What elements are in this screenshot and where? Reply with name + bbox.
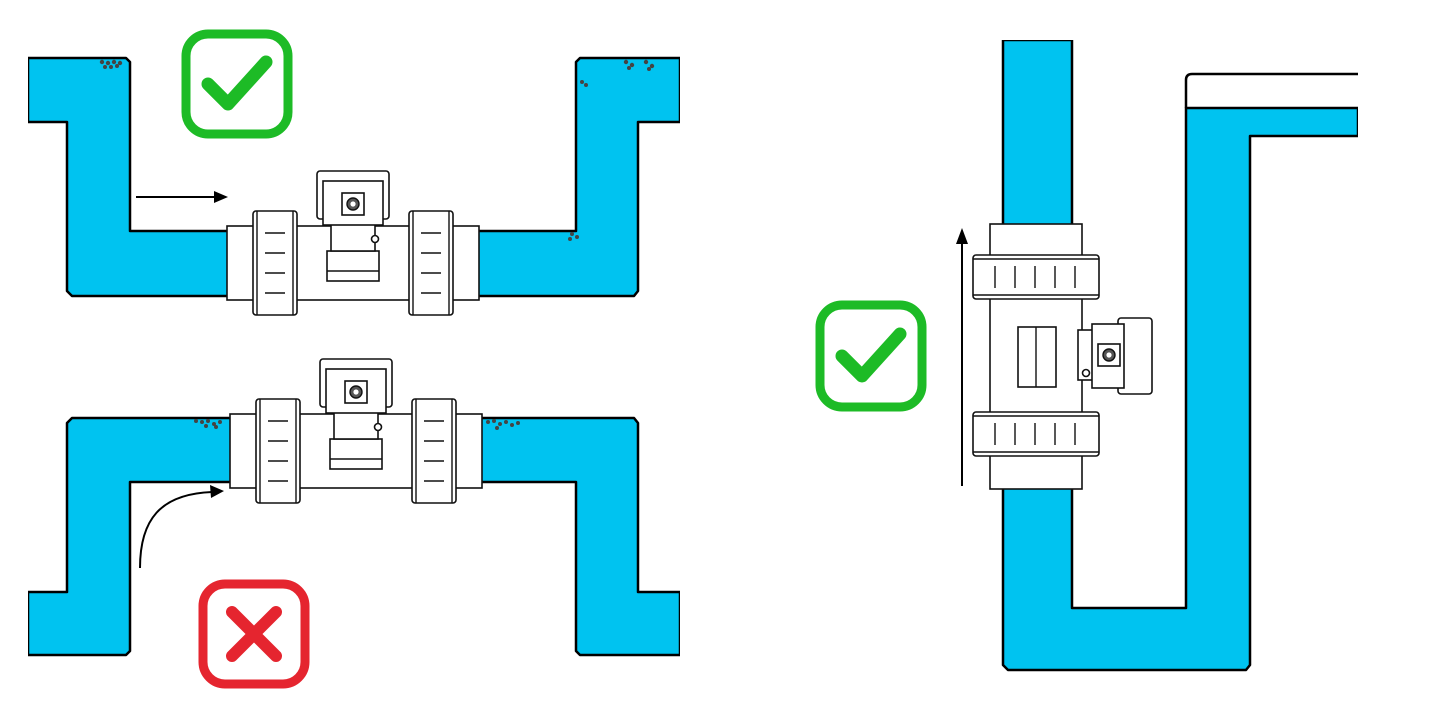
flow-meter-valve bbox=[972, 223, 1153, 490]
cross-icon bbox=[198, 579, 310, 689]
pipe-top-left bbox=[26, 56, 242, 298]
panel-top-left bbox=[20, 29, 690, 316]
tank-outline bbox=[1184, 72, 1358, 108]
pipe-bottom-left bbox=[26, 416, 242, 657]
bubbles-icon bbox=[194, 419, 520, 430]
pipe-top-right bbox=[468, 56, 682, 298]
panel-right bbox=[815, 30, 1378, 672]
checkmark-icon bbox=[181, 29, 293, 139]
bubbles-icon bbox=[99, 59, 655, 241]
arrow-icon bbox=[136, 191, 228, 203]
flow-meter-valve bbox=[229, 358, 483, 504]
panel-bottom-left bbox=[20, 358, 690, 689]
flow-meter-valve bbox=[226, 170, 480, 316]
arrow-icon bbox=[956, 228, 968, 486]
checkmark-icon bbox=[815, 300, 927, 412]
pipe-bottom-right bbox=[468, 416, 682, 657]
arrow-icon bbox=[139, 485, 224, 569]
